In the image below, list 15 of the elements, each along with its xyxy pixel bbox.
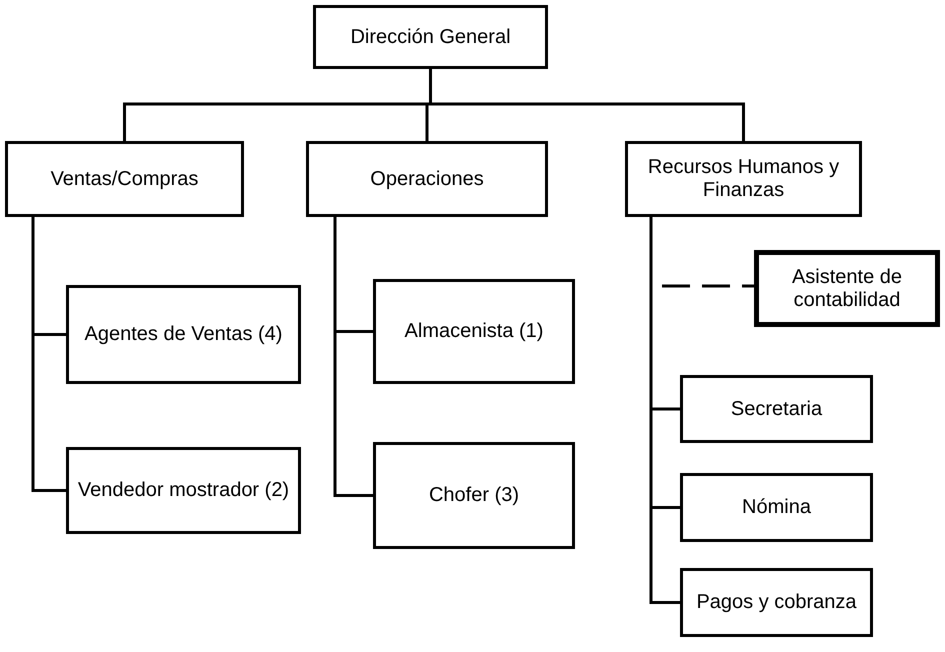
- org-unit-box: Chofer (3): [373, 442, 575, 549]
- org-unit-box: Almacenista (1): [373, 279, 575, 384]
- org-unit-box: Pagos y cobranza: [680, 568, 873, 637]
- org-unit-box: Recursos Humanos y Finanzas: [625, 141, 862, 217]
- connector-line: [334, 217, 373, 497]
- org-unit-box: Vendedor mostrador (2): [66, 447, 301, 534]
- org-unit-box: Asistente de contabilidad: [754, 250, 940, 327]
- connector-line: [650, 217, 680, 604]
- org-unit-box: Operaciones: [306, 141, 548, 217]
- connector-line: [32, 217, 66, 492]
- org-unit-box: Dirección General: [313, 5, 548, 69]
- org-unit-box: Nómina: [680, 473, 873, 542]
- org-unit-box: Secretaria: [680, 375, 873, 443]
- org-unit-box: Agentes de Ventas (4): [66, 285, 301, 384]
- org-unit-box: Ventas/Compras: [5, 141, 244, 217]
